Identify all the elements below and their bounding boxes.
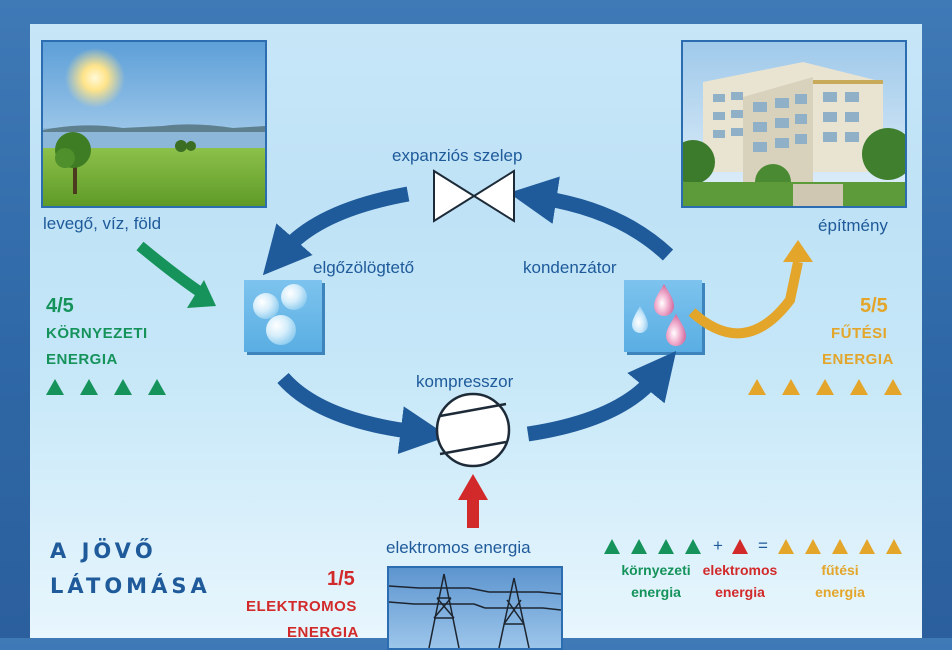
arrow-valve-to-evaporator (285, 194, 408, 250)
expansion-valve-icon (434, 171, 514, 221)
arrow-compressor-to-condenser (528, 377, 655, 434)
arrow-evaporator-to-compressor (283, 378, 415, 432)
green-arrow (140, 246, 200, 292)
arrow-condenser-to-valve (542, 198, 668, 255)
red-arrow (458, 474, 488, 528)
orange-arrow (692, 262, 798, 333)
compressor-icon (437, 394, 509, 466)
